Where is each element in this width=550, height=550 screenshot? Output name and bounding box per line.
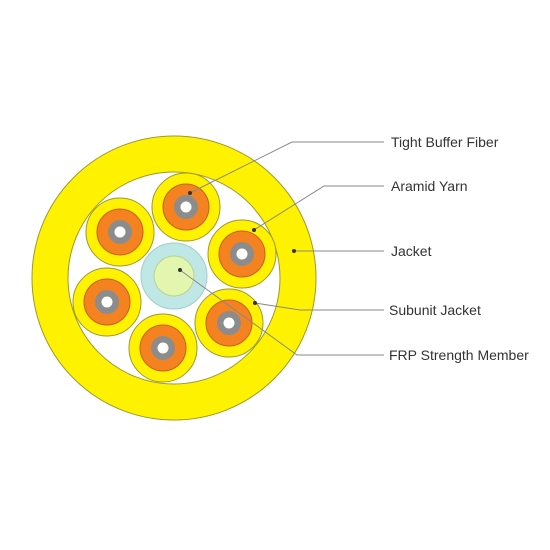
subunit-lower-left bbox=[72, 267, 142, 337]
leader-line-subunit-jacket bbox=[254, 302, 384, 311]
subunit-upper-right bbox=[207, 219, 277, 289]
label-tight-buffer-fiber: Tight Buffer Fiber bbox=[391, 134, 499, 150]
subunit-top bbox=[151, 172, 221, 242]
subunit-bottom bbox=[128, 313, 198, 383]
marker-dot-tight-buffer-fiber bbox=[188, 191, 192, 195]
label-jacket: Jacket bbox=[391, 243, 432, 259]
marker-dot-aramid-yarn bbox=[252, 228, 256, 232]
label-frp-strength-member: FRP Strength Member bbox=[389, 347, 529, 363]
frp-strength-member-inner bbox=[153, 255, 195, 297]
subunit-lower-right bbox=[194, 288, 264, 358]
leader-line-frp-strength-member bbox=[179, 269, 384, 356]
leader-line-aramid-yarn bbox=[253, 185, 384, 231]
leader-line-tight-buffer-fiber bbox=[189, 141, 384, 194]
marker-dot-frp-strength-member bbox=[178, 268, 182, 272]
subunit-upper-left bbox=[85, 197, 155, 267]
label-aramid-yarn: Aramid Yarn bbox=[391, 178, 468, 194]
marker-dot-subunit-jacket bbox=[253, 301, 257, 305]
marker-dot-jacket bbox=[292, 249, 296, 253]
label-subunit-jacket: Subunit Jacket bbox=[389, 302, 481, 318]
